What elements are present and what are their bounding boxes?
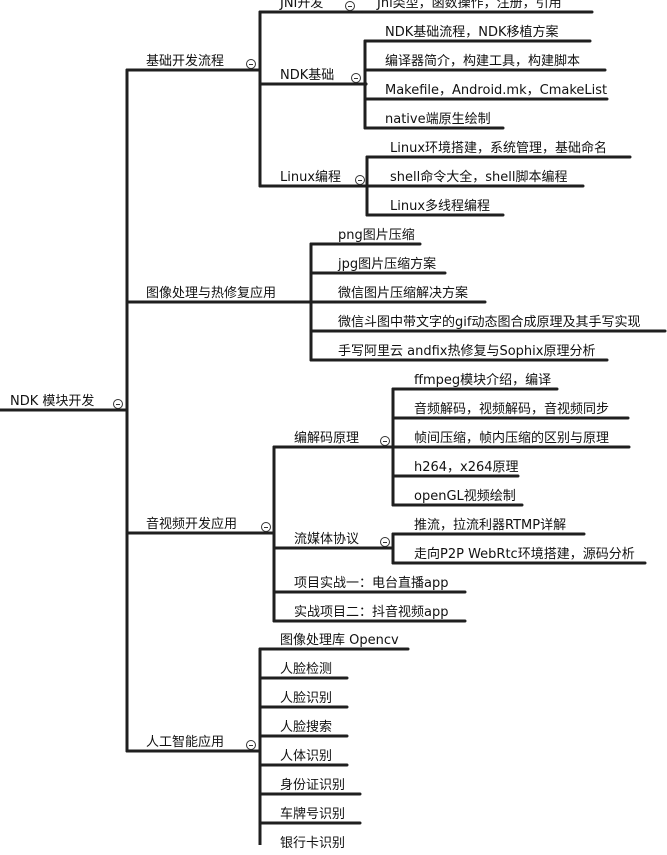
branch-2-label[interactable]: 音视频开发应用 <box>146 517 238 532</box>
branch-0-child-1-child-2-label[interactable]: Makefile，Android.mk，CmakeList <box>385 83 608 98</box>
branch-3-label[interactable]: 人工智能应用 <box>146 735 225 750</box>
branch-0-child-2-child-2-label[interactable]: Linux多线程编程 <box>390 199 491 214</box>
branch-2-child-1-child-1-label[interactable]: 走向P2P WebRtc环境搭建，源码分析 <box>414 547 635 562</box>
branch-1-child-1-label[interactable]: jpg图片压缩方案 <box>338 257 437 272</box>
branch-3-child-4-label[interactable]: 人体识别 <box>280 749 333 764</box>
branch-2-child-1-label[interactable]: 流媒体协议 <box>294 532 360 547</box>
branch-3-child-7-label[interactable]: 银行卡识别 <box>280 836 346 851</box>
branch-0-child-1-child-0-label[interactable]: NDK基础流程，NDK移植方案 <box>385 25 559 40</box>
branch-0-child-2-child-0-label[interactable]: Linux环境搭建，系统管理，基础命名 <box>390 141 608 156</box>
branch-0-child-0-collapse-icon[interactable] <box>345 1 355 11</box>
branch-2-child-2-label[interactable]: 项目实战一：电台直播app <box>294 576 449 591</box>
branch-0-label[interactable]: 基础开发流程 <box>146 54 225 69</box>
branch-3-child-5-label[interactable]: 身份证识别 <box>280 778 346 793</box>
branch-2-child-0-child-2-label[interactable]: 帧间压缩，帧内压缩的区别与原理 <box>414 431 610 446</box>
branch-2-collapse-icon[interactable] <box>261 522 271 532</box>
branch-3-child-1-label[interactable]: 人脸检测 <box>280 662 333 677</box>
branch-1-label[interactable]: 图像处理与热修复应用 <box>146 286 277 301</box>
branch-0-child-1-child-3-label[interactable]: native端原生绘制 <box>385 112 491 127</box>
branch-2-child-0-child-1-label[interactable]: 音频解码，视频解码，音视频同步 <box>414 402 610 417</box>
branch-2-child-0-child-0-label[interactable]: ffmpeg模块介绍，编译 <box>414 373 552 388</box>
branch-0-child-2-child-1-label[interactable]: shell命令大全，shell脚本编程 <box>390 170 568 185</box>
branch-2-child-3-label[interactable]: 实战项目二：抖音视频app <box>294 605 449 620</box>
branch-0-child-1-label[interactable]: NDK基础 <box>280 68 335 83</box>
branch-2-child-0-child-4-label[interactable]: openGL视频绘制 <box>414 489 516 504</box>
branch-1-child-2-label[interactable]: 微信图片压缩解决方案 <box>338 286 469 301</box>
branch-1-child-3-label[interactable]: 微信斗图中带文字的gif动态图合成原理及其手写实现 <box>338 315 641 330</box>
branch-1-child-0-label[interactable]: png图片压缩 <box>338 228 415 243</box>
branch-2-child-0-child-3-label[interactable]: h264，x264原理 <box>414 460 519 475</box>
branch-0-child-2-collapse-icon[interactable] <box>355 175 365 185</box>
branch-2-child-1-child-0-label[interactable]: 推流，拉流利器RTMP详解 <box>414 518 567 533</box>
branch-0-child-1-collapse-icon[interactable] <box>351 73 361 83</box>
branch-2-child-1-collapse-icon[interactable] <box>380 537 390 547</box>
branch-0-collapse-icon[interactable] <box>246 59 256 69</box>
branch-0-child-2-label[interactable]: Linux编程 <box>280 170 342 185</box>
branch-0-child-1-child-1-label[interactable]: 编译器简介，构建工具，构建脚本 <box>385 54 581 69</box>
branch-3-child-2-label[interactable]: 人脸识别 <box>280 691 333 706</box>
branch-3-child-6-label[interactable]: 车牌号识别 <box>280 807 346 822</box>
branch-3-child-0-label[interactable]: 图像处理库 Opencv <box>280 633 399 648</box>
branch-2-child-0-label[interactable]: 编解码原理 <box>294 431 360 446</box>
branch-0-child-0-label[interactable]: JNI开发 <box>280 0 324 11</box>
branch-0-child-0-child-0-label[interactable]: Jni类型，函数操作，注册，引用 <box>377 0 562 11</box>
branch-3-collapse-icon[interactable] <box>246 740 256 750</box>
branch-1-child-4-label[interactable]: 手写阿里云 andfix热修复与Sophix原理分析 <box>338 344 596 359</box>
branch-2-child-0-collapse-icon[interactable] <box>380 436 390 446</box>
root-node-label[interactable]: NDK 模块开发 <box>10 394 95 409</box>
root-collapse-icon[interactable] <box>113 399 123 409</box>
branch-3-child-3-label[interactable]: 人脸搜索 <box>280 720 333 735</box>
